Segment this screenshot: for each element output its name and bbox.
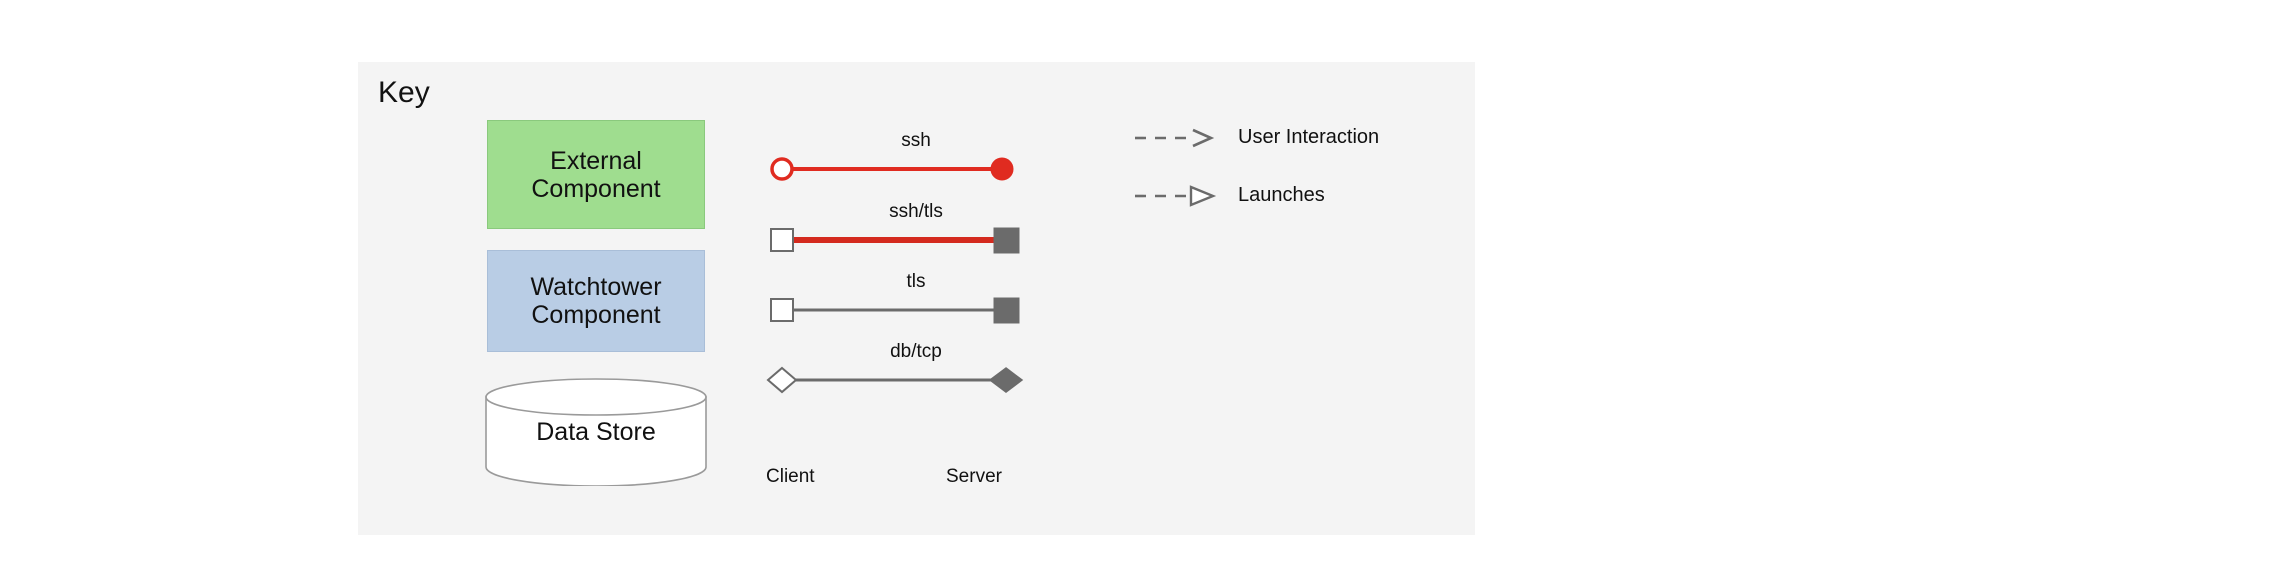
connector-row-ssh: ssh (766, 130, 1066, 190)
page-title: Key (378, 76, 430, 109)
connector-line-db-tcp (766, 366, 1024, 394)
legend-swatch-external-component-label: External Component (531, 147, 660, 203)
connector-row-tls: tls (766, 271, 1066, 331)
tls-server-filled-square-icon (993, 297, 1020, 324)
external-component-line2: Component (531, 174, 661, 203)
db-tcp-client-open-diamond-icon (766, 366, 798, 394)
connector-legend-group: ssh ssh/tls tls (766, 102, 1096, 492)
endpoint-label-client: Client (766, 466, 815, 487)
legend-swatch-data-store: Data Store (483, 378, 709, 486)
arrow-legend-row-user-interaction: User Interaction (1133, 120, 1463, 160)
legend-swatch-watchtower-component-label: Watchtower Component (530, 273, 661, 329)
external-component-line1: External (550, 146, 642, 175)
watchtower-component-line1: Watchtower (530, 273, 662, 301)
dashed-barb-arrow-icon (1135, 128, 1215, 148)
connector-label-tls: tls (906, 271, 926, 292)
watchtower-component-line2: Component (531, 301, 661, 329)
ssh-server-filled-circle-icon (990, 157, 1014, 181)
key-legend-panel: Key External Component Watchtower Compon… (358, 62, 1475, 535)
arrow-legend-label-user-interaction: User Interaction (1238, 126, 1380, 148)
ssh-tls-server-filled-square-icon (993, 227, 1020, 254)
connector-endpoint-labels: Client Server (766, 466, 1096, 496)
tls-client-open-square-icon (770, 298, 794, 322)
dashed-hollow-triangle-arrow-icon (1135, 185, 1217, 207)
connector-line-ssh-tls (770, 227, 1020, 254)
arrow-legend-group: User Interaction Launches (1133, 120, 1463, 260)
db-tcp-server-filled-diamond-icon (988, 367, 1024, 393)
connector-label-ssh-tls: ssh/tls (889, 201, 943, 222)
connector-line-tls (770, 297, 1020, 324)
legend-swatch-data-store-label: Data Store (536, 417, 656, 446)
arrow-legend-row-launches: Launches (1133, 178, 1463, 218)
arrow-legend-label-launches: Launches (1238, 184, 1325, 206)
ssh-tls-client-open-square-icon (770, 228, 794, 252)
ssh-client-open-circle-icon (770, 157, 794, 181)
connector-row-db-tcp: db/tcp (766, 341, 1066, 401)
endpoint-label-server: Server (946, 466, 1002, 487)
cylinder-icon (485, 378, 707, 486)
connector-label-ssh: ssh (901, 130, 931, 151)
connector-row-ssh-tls: ssh/tls (766, 201, 1066, 261)
connector-label-db-tcp: db/tcp (890, 341, 942, 362)
connector-line-ssh (770, 157, 1014, 181)
legend-swatch-watchtower-component: Watchtower Component (487, 250, 705, 352)
legend-swatch-external-component: External Component (487, 120, 705, 229)
